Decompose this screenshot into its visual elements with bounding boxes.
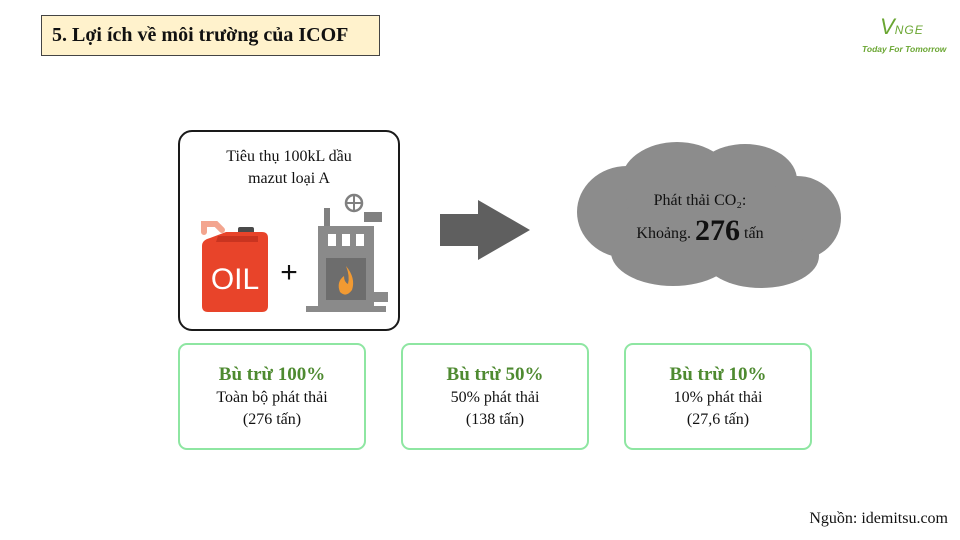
offset-card-10: Bù trừ 10% 10% phát thải (27,6 tấn) (624, 343, 812, 450)
fuel-line-1: Tiêu thụ 100kL dầu (226, 148, 352, 165)
arrow-right-icon (440, 200, 530, 260)
oil-can-icon: OIL (201, 221, 268, 312)
slide-title: 5. Lợi ích về môi trường của ICOF (52, 24, 349, 46)
fuel-illustration: OIL + (201, 193, 388, 312)
plus-sign: + (280, 256, 298, 289)
offset-amount: (276 tấn) (242, 411, 302, 428)
offset-amount: (27,6 tấn) (686, 411, 750, 428)
offset-description: 50% phát thải (450, 389, 540, 406)
emission-prefix: Khoảng. (636, 225, 692, 242)
offset-amount: (138 tấn) (465, 411, 525, 428)
logo-tagline: Today For Tomorrow (862, 44, 947, 54)
offset-card-100: Bù trừ 100% Toàn bộ phát thải (276 tấn) (178, 343, 366, 450)
offset-title: Bù trừ 10% (669, 364, 767, 385)
offset-card-50: Bù trừ 50% 50% phát thải (138 tấn) (401, 343, 589, 450)
vnge-logo: VNGE Today For Tomorrow (858, 14, 954, 60)
emission-value: 276 (695, 214, 741, 247)
fuel-consumption-box: Tiêu thụ 100kL dầu mazut loại A OIL + (178, 130, 400, 331)
offset-description: Toàn bộ phát thải (216, 389, 328, 406)
emission-unit: tấn (744, 225, 764, 242)
offset-description: 10% phát thải (673, 389, 763, 406)
emission-line-1: Phát thải CO₂: (653, 192, 747, 209)
fuel-line-2: mazut loại A (248, 170, 330, 187)
logo-mark-rest: NGE (894, 23, 924, 37)
fuel-consumption-text: Tiêu thụ 100kL dầu mazut loại A (180, 146, 398, 190)
slide-title-box: 5. Lợi ích về môi trường của ICOF (41, 15, 380, 56)
oil-can-label: OIL (211, 263, 259, 296)
logo-mark: VNGE (880, 14, 924, 40)
logo-mark-initial: V (880, 14, 895, 39)
source-citation: Nguồn: idemitsu.com (809, 510, 948, 527)
offset-title: Bù trừ 100% (218, 364, 326, 385)
boiler-icon (306, 193, 388, 312)
offset-title: Bù trừ 50% (446, 364, 544, 385)
co2-cloud (577, 142, 841, 288)
